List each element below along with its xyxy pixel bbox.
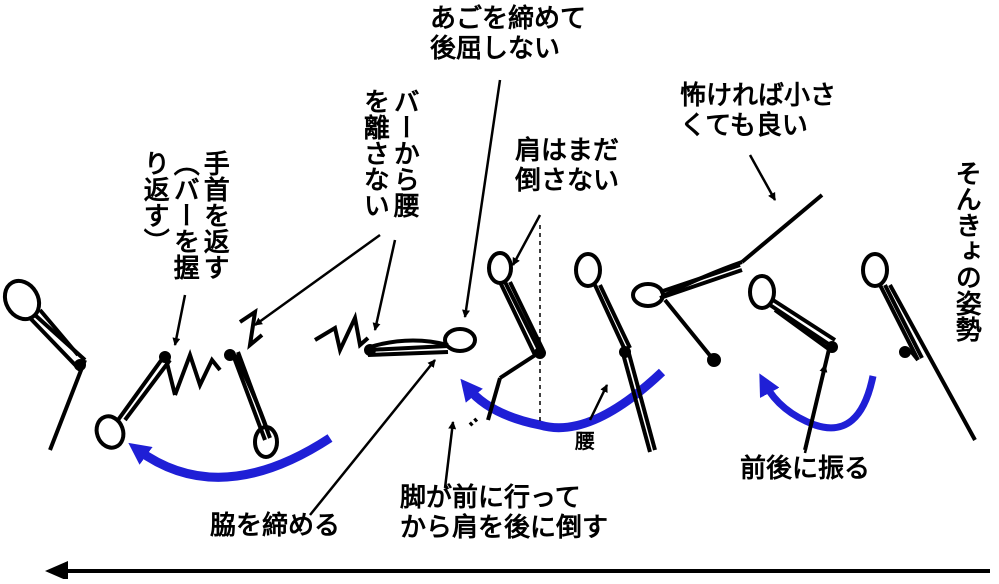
label-waki: 脇を締める <box>210 511 341 541</box>
label-ashi: 脚が前に行って から肩を後に倒す <box>400 483 609 543</box>
stick-figure-3 <box>226 312 277 457</box>
swing-arrow-left <box>128 438 330 477</box>
label-sonkyo: そんきょの姿勢 <box>951 160 982 342</box>
label-koshi: 腰 <box>575 429 595 453</box>
label-kowakereba: 怖ければ小さ くても良い <box>680 81 837 141</box>
stick-figure-5 <box>470 253 544 425</box>
label-tekubi-col2: （バーを握 <box>169 150 200 280</box>
label-bar-koshi-col1: バーから腰 <box>389 88 420 218</box>
label-zengo: 前後に振る <box>740 454 871 484</box>
label-tekubi-col3: り返す） <box>139 150 170 254</box>
stick-figure-1 <box>0 275 85 450</box>
stick-figure-6 <box>576 254 655 452</box>
swing-arrow-middle <box>460 372 662 428</box>
direction-arrow <box>45 561 990 581</box>
stick-figure-4 <box>315 318 475 355</box>
label-kata-mada: 肩はまだ 倒さない <box>515 136 620 196</box>
label-bar-koshi-col2: を離さない <box>359 88 390 218</box>
label-tekubi-col1: 手首を返す <box>199 150 230 280</box>
stick-figure-9 <box>863 254 975 440</box>
stick-figure-7 <box>633 195 822 365</box>
pointer-lines <box>172 80 828 515</box>
label-ago: あごを締めて 後屈しない <box>430 4 587 64</box>
swing-arrow-right <box>759 373 873 428</box>
stick-figure-2 <box>92 353 220 451</box>
